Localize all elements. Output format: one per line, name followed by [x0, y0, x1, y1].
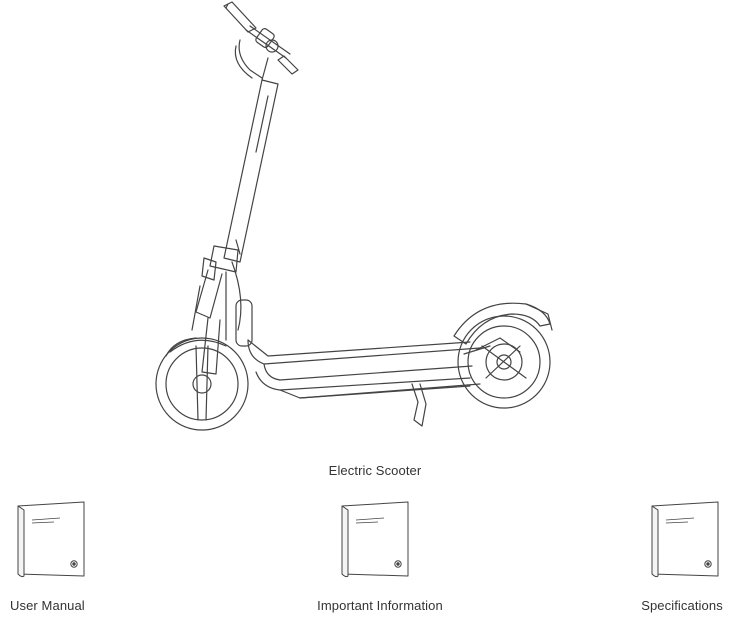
specifications-booklet-icon [651, 501, 719, 578]
electric-scooter-illustration [155, 1, 553, 431]
electric-scooter-label: Electric Scooter [328, 463, 422, 478]
specifications-label: Specifications [641, 598, 723, 613]
important-information-booklet-icon [341, 501, 409, 578]
user-manual-booklet-icon [17, 501, 85, 578]
important-information-label: Important Information [317, 598, 443, 613]
user-manual-label: User Manual [10, 598, 85, 613]
